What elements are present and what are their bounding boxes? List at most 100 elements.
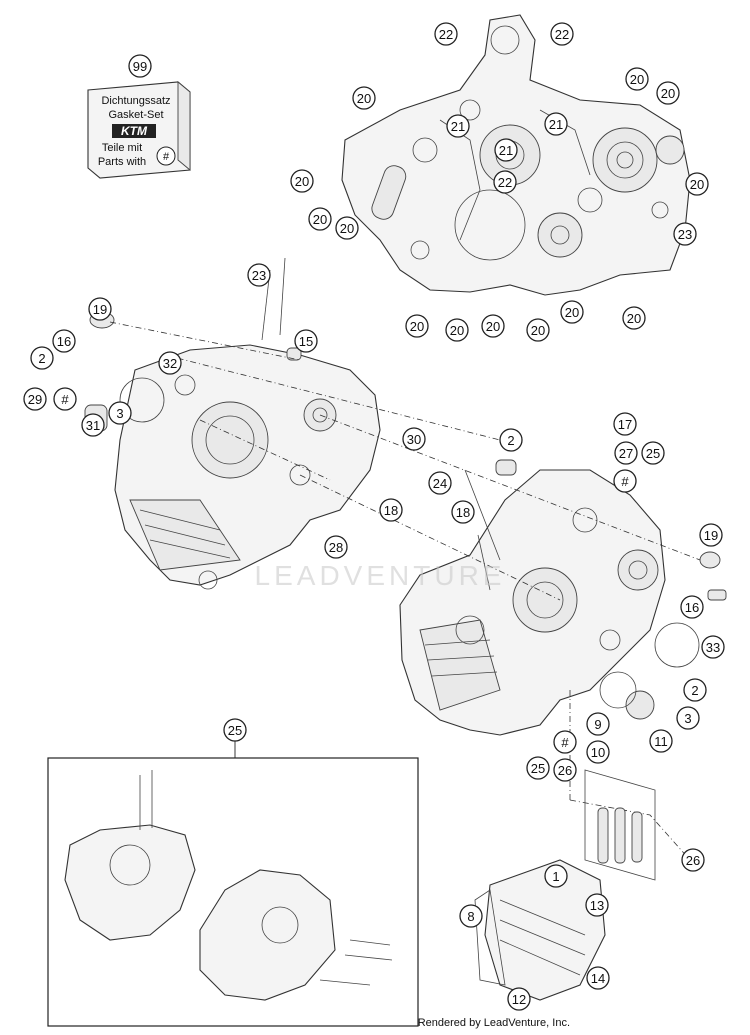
callout-label: 20 bbox=[295, 174, 309, 189]
callout-2: 2 bbox=[30, 346, 54, 370]
callout-20: 20 bbox=[560, 300, 584, 324]
callout-label: 20 bbox=[661, 86, 675, 101]
callout-33: 33 bbox=[701, 635, 725, 659]
callout-label: 32 bbox=[163, 356, 177, 371]
callout-label: 16 bbox=[685, 600, 699, 615]
callout-label: # bbox=[561, 735, 569, 750]
callout-20: 20 bbox=[352, 86, 376, 110]
callout-23: 23 bbox=[247, 263, 271, 287]
callout-20: 20 bbox=[685, 172, 709, 196]
callout-label: 21 bbox=[499, 143, 513, 158]
callout-label: 10 bbox=[591, 745, 605, 760]
callout-label: 25 bbox=[646, 446, 660, 461]
callout-16: 16 bbox=[680, 595, 704, 619]
callout-label: 21 bbox=[549, 117, 563, 132]
callout-label: 18 bbox=[456, 505, 470, 520]
callout-label: 20 bbox=[690, 177, 704, 192]
callout-23: 23 bbox=[673, 222, 697, 246]
callout-label: 20 bbox=[630, 72, 644, 87]
right-crankcase-half bbox=[399, 459, 727, 736]
callout-14: 14 bbox=[586, 966, 610, 990]
alignment-lines bbox=[109, 321, 701, 861]
callout-20: 20 bbox=[308, 207, 332, 231]
callout-20: 20 bbox=[526, 318, 550, 342]
callout-label: 33 bbox=[706, 640, 720, 655]
callout-20: 20 bbox=[622, 306, 646, 330]
callout-21: 21 bbox=[544, 112, 568, 136]
callout-32: 32 bbox=[158, 351, 182, 375]
callout-20: 20 bbox=[656, 81, 680, 105]
callout-21: 21 bbox=[446, 114, 470, 138]
callout-label: 20 bbox=[340, 221, 354, 236]
callout-20: 20 bbox=[405, 314, 429, 338]
left-crankcase-half bbox=[84, 257, 381, 590]
callout-label: # bbox=[621, 474, 629, 489]
callout-label: 3 bbox=[684, 711, 691, 726]
callout-3: 3 bbox=[108, 401, 132, 425]
callout-label: 26 bbox=[558, 763, 572, 778]
callout-label: 20 bbox=[450, 323, 464, 338]
callout-10: 10 bbox=[586, 740, 610, 764]
callout-hash: # bbox=[53, 387, 77, 411]
callout-label: 27 bbox=[619, 446, 633, 461]
callout-25: 25 bbox=[526, 756, 550, 780]
callout-label: 18 bbox=[384, 503, 398, 518]
callout-22: 22 bbox=[550, 22, 574, 46]
callout-label: 31 bbox=[86, 418, 100, 433]
callout-label: 1 bbox=[552, 869, 559, 884]
callout-99: 99 bbox=[128, 54, 152, 78]
callout-label: 17 bbox=[618, 417, 632, 432]
callout-label: 22 bbox=[439, 27, 453, 42]
callout-label: # bbox=[61, 392, 69, 407]
callout-label: 12 bbox=[512, 992, 526, 1007]
callout-20: 20 bbox=[625, 67, 649, 91]
chain-guide-group bbox=[584, 769, 656, 881]
callout-label: 22 bbox=[498, 175, 512, 190]
callout-8: 8 bbox=[459, 904, 483, 928]
callout-label: 15 bbox=[299, 334, 313, 349]
callout-label: 21 bbox=[451, 119, 465, 134]
callout-13: 13 bbox=[585, 893, 609, 917]
callout-22: 22 bbox=[434, 22, 458, 46]
callout-label: 22 bbox=[555, 27, 569, 42]
callout-label: 20 bbox=[313, 212, 327, 227]
callout-30: 30 bbox=[402, 427, 426, 451]
callout-9: 9 bbox=[586, 712, 610, 736]
callout-12: 12 bbox=[507, 987, 531, 1011]
callout-17: 17 bbox=[613, 412, 637, 436]
callout-label: 20 bbox=[486, 319, 500, 334]
complete-crankcase-box bbox=[47, 740, 419, 1027]
callout-label: 8 bbox=[467, 909, 474, 924]
callout-label: 2 bbox=[507, 433, 514, 448]
gasket-box-line4: Parts with bbox=[98, 156, 146, 168]
callout-22: 22 bbox=[493, 170, 517, 194]
callout-label: 11 bbox=[654, 734, 668, 749]
gasket-box-line2: Gasket-Set bbox=[108, 109, 163, 121]
leadventure-watermark: LEADVENTURE bbox=[255, 560, 502, 591]
callout-label: 20 bbox=[627, 311, 641, 326]
callout-20: 20 bbox=[481, 314, 505, 338]
callout-label: 9 bbox=[594, 717, 601, 732]
callout-19: 19 bbox=[88, 297, 112, 321]
gasket-box-hash: # bbox=[163, 151, 170, 163]
callout-20: 20 bbox=[335, 216, 359, 240]
callout-26: 26 bbox=[553, 758, 577, 782]
callout-hash: # bbox=[613, 469, 637, 493]
callout-label: 23 bbox=[252, 268, 266, 283]
callout-label: 3 bbox=[116, 406, 123, 421]
callout-20: 20 bbox=[290, 169, 314, 193]
callout-label: 25 bbox=[531, 761, 545, 776]
callout-24: 24 bbox=[428, 471, 452, 495]
callout-label: 23 bbox=[678, 227, 692, 242]
callout-label: 20 bbox=[357, 91, 371, 106]
callout-29: 29 bbox=[23, 387, 47, 411]
callout-label: 28 bbox=[329, 540, 343, 555]
render-credit: Rendered by LeadVenture, Inc. bbox=[417, 1017, 570, 1029]
callout-label: 26 bbox=[686, 853, 700, 868]
callout-label: 19 bbox=[93, 302, 107, 317]
callout-26: 26 bbox=[681, 848, 705, 872]
callout-2: 2 bbox=[499, 428, 523, 452]
ktm-logo: KTM bbox=[121, 124, 148, 138]
